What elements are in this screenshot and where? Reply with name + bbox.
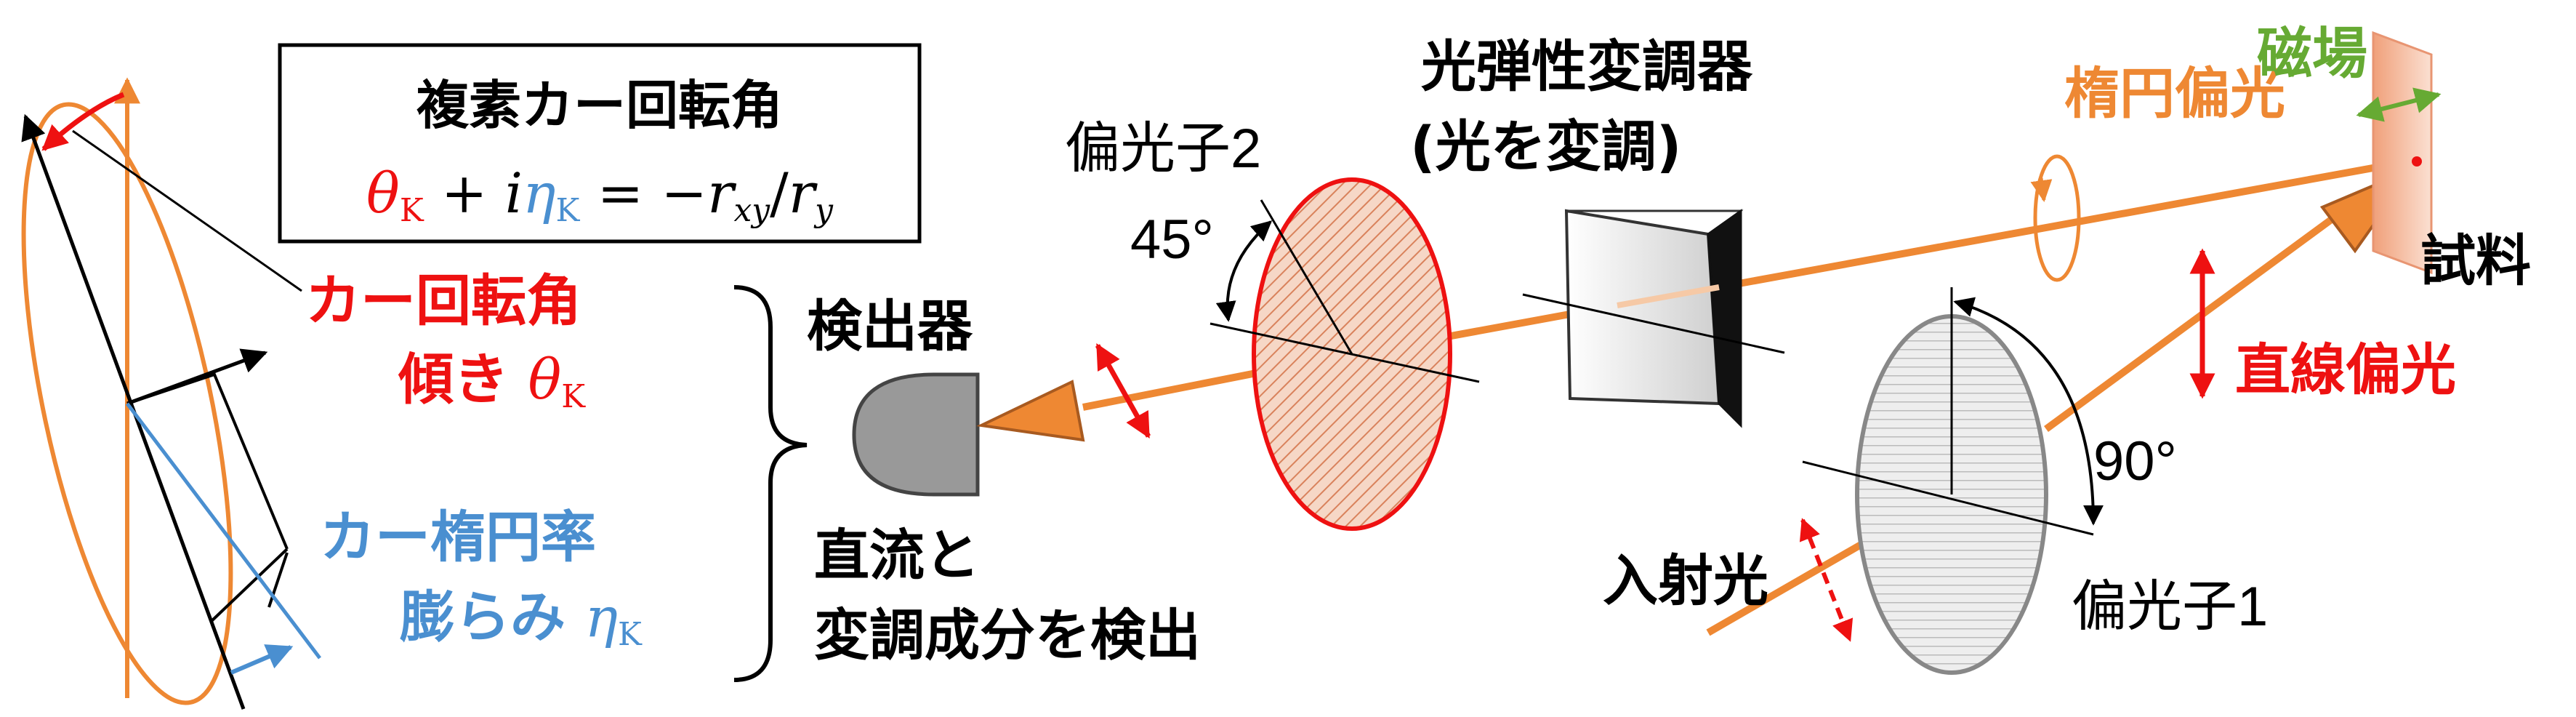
kerr-ellipticity-bulge: 膨らみ: [400, 585, 584, 649]
formula-expression: θK + iηK = −rxy/ry: [366, 161, 834, 229]
formula-title: 複素カー回転角: [416, 75, 783, 136]
polarization-ellipse-sketch: [21, 77, 321, 710]
ellipticity-arrow: [230, 644, 294, 675]
ellipticity-diagonal: [126, 402, 321, 660]
magnetic-field-label: 磁場: [2257, 21, 2367, 86]
elliptical-polarization-symbol: [2033, 154, 2081, 282]
pem-label-line2: (光を変調): [1410, 114, 1681, 179]
kerr-ellipticity-eta-sub: K: [618, 616, 643, 653]
polarization-double-arrow-detector: [1095, 343, 1151, 439]
formula-r: r: [707, 161, 737, 225]
polarizer2-angle-arc: [1215, 220, 1273, 322]
angle-45-label: 45°: [1130, 209, 1214, 271]
polarizer2-axis-h: [1209, 322, 1480, 383]
kerr-ellipse: [21, 102, 233, 705]
reflected-beam-to-pem: [1718, 156, 2418, 291]
kerr-ellipticity-sublabel: 膨らみ ηK: [400, 585, 643, 653]
incident-light-label: 入射光: [1603, 548, 1768, 613]
ellipticity-tick: [267, 552, 289, 608]
beam-arrowhead-detector: [976, 380, 1085, 442]
detection-label-line1: 直流と: [814, 523, 980, 588]
sample-beam-spot: [2412, 156, 2422, 167]
pem-beam-glow: [1617, 284, 1720, 308]
linear-polarization-label: 直線偏光: [2235, 337, 2456, 402]
kerr-rotation-theta-sub: K: [561, 378, 586, 415]
formula-theta: θ: [366, 161, 400, 225]
polarizer2-label: 偏光子2: [1065, 118, 1261, 180]
ellipticity-helper-lines: [126, 372, 289, 550]
sample-label: 試料: [2420, 228, 2531, 293]
formula-plus: +: [424, 161, 505, 225]
detector-shape: [852, 372, 980, 497]
curly-brace: [733, 285, 808, 682]
formula-i: i: [505, 161, 523, 225]
kerr-ellipticity-eta: η: [584, 585, 618, 649]
polarizer1-label: 偏光子1: [2072, 576, 2268, 638]
elliptical-rotation-arrow: [2030, 177, 2053, 202]
kerr-rotation-theta: θ: [528, 347, 561, 412]
formula-eta-sub: K: [556, 192, 581, 229]
detector-label: 検出器: [807, 294, 973, 358]
angle-90-label: 90°: [2093, 430, 2177, 492]
polarizer2-axis-tilt: [1260, 199, 1353, 355]
formula-slash: /: [770, 161, 789, 225]
kerr-rotation-label: カー回転角: [305, 268, 581, 333]
detection-label-line2: 変調成分を検出: [814, 603, 1201, 668]
formula-theta-sub: K: [400, 192, 424, 229]
formula-r-sub: xy: [733, 192, 770, 229]
ellipticity-helper-bottom: [209, 548, 289, 623]
polarizer-2: [1209, 177, 1480, 531]
kerr-rotation-tilt: 傾き: [398, 347, 528, 412]
polarizer-1: [1802, 287, 2104, 675]
pem-axis-line: [1522, 293, 1785, 354]
formula-box: [278, 43, 922, 244]
pem-side-face: [1707, 209, 1742, 428]
formula-r2: r: [789, 161, 818, 225]
kerr-rotation-sublabel: 傾き θK: [398, 347, 586, 415]
pem-front-face: [1564, 209, 1721, 406]
rotation-leader-line: [72, 129, 302, 292]
polarizer1-angle-arc: [1953, 297, 2104, 526]
formula-equals: = −: [579, 161, 707, 225]
incident-polarization-dashed-arrow: [1799, 518, 1853, 642]
formula-r2-sub: y: [813, 192, 834, 229]
formula-eta: η: [523, 161, 556, 225]
photoelastic-modulator: [1522, 209, 1785, 428]
rotation-arc-arrow: [41, 92, 125, 151]
kerr-ellipticity-label: カー楕円率: [320, 505, 596, 569]
magnetic-field-arrow: [2356, 87, 2442, 122]
pem-label-line1: 光弾性変調器: [1421, 34, 1753, 99]
elliptical-polarization-label: 楕円偏光: [2064, 61, 2285, 126]
